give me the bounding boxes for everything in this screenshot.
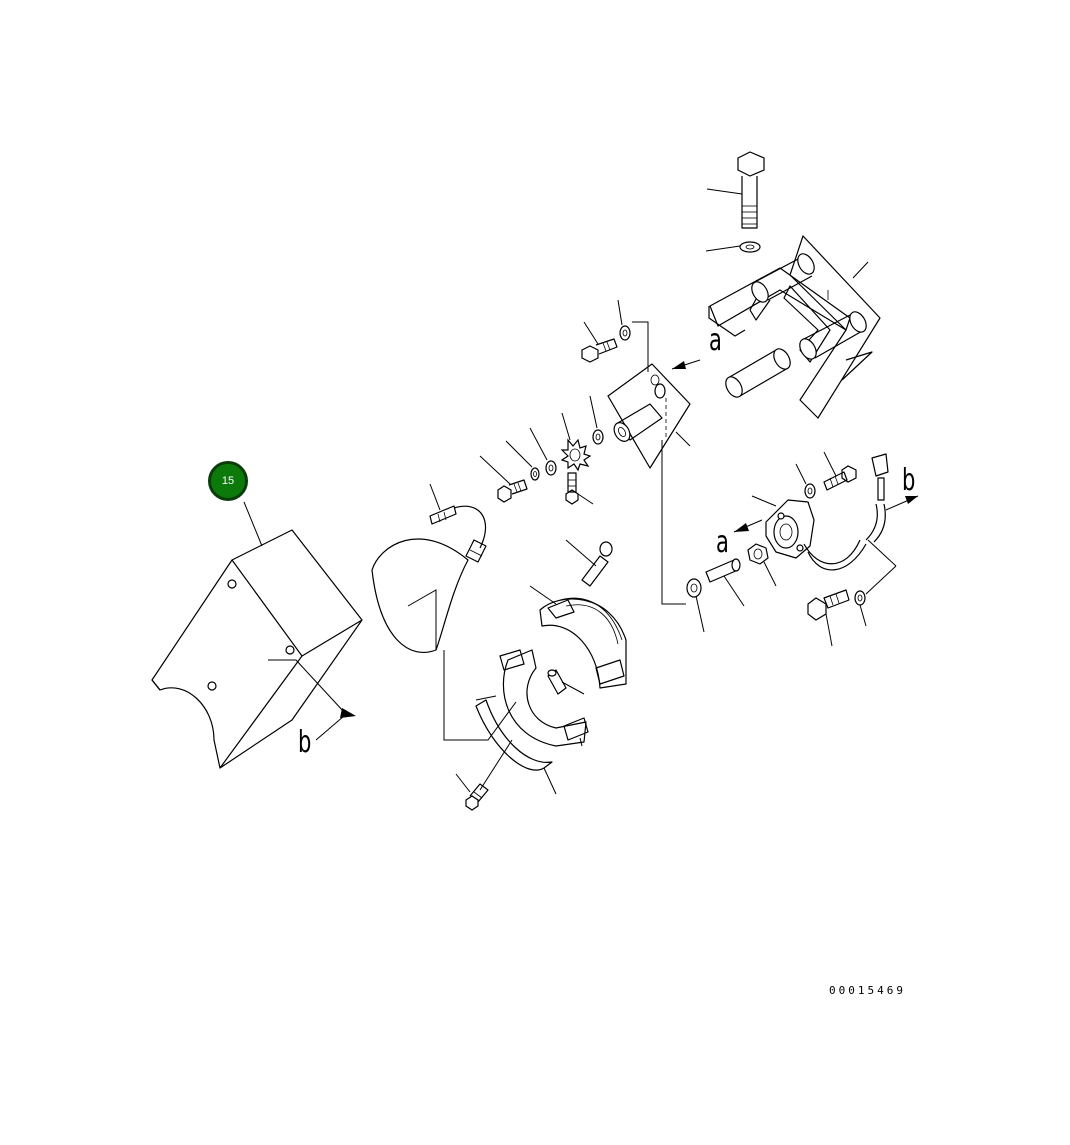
- shaft-bolt: [479, 455, 528, 503]
- sensor-to-plate-leader: [661, 440, 686, 605]
- view-arrow-b-right: [885, 495, 919, 511]
- plate-bolt: [581, 321, 618, 363]
- sensor-bushing: [686, 578, 705, 633]
- gear-segment: [499, 649, 589, 747]
- view-arrow-a-top: [671, 359, 701, 370]
- view-arrow-a-mid: [733, 519, 763, 533]
- main-bracket: [708, 235, 881, 419]
- bracket-tube-upper: [751, 253, 815, 303]
- sensor-housing: [751, 495, 867, 571]
- bracket-tube-front: [725, 348, 791, 398]
- mounting-plate: [607, 363, 691, 469]
- washer-1: [529, 427, 557, 476]
- part-callout-15[interactable]: 15: [208, 461, 248, 501]
- view-label-a-mid: a: [716, 525, 729, 560]
- sensor-bolt-lower: [807, 589, 850, 647]
- top-bolt: [706, 151, 765, 229]
- lock-gear: [560, 412, 592, 472]
- top-washer: [705, 241, 761, 253]
- drawing-number: 00015469: [829, 984, 906, 997]
- side-cover: [371, 538, 517, 741]
- sensor-washer-lower: [854, 565, 897, 627]
- sensor-connector: [865, 453, 897, 567]
- gear-screw: [565, 472, 594, 505]
- arc-shield: [475, 695, 557, 795]
- sensor-bolt-upper: [823, 451, 857, 491]
- view-label-b-left: b: [298, 725, 312, 760]
- shaft-coupling: [747, 543, 777, 587]
- cover-panel: [151, 501, 363, 769]
- flexible-cable: [429, 483, 487, 563]
- sensor-washer-upper: [795, 463, 816, 499]
- plate-bracket-leader: [632, 321, 649, 372]
- bracket-tube-lower: [799, 311, 867, 360]
- sensor-pin: [705, 558, 745, 607]
- plate-washer: [617, 299, 631, 341]
- shaft-bushing: [589, 395, 604, 445]
- locking-screw: [565, 539, 613, 587]
- shield-bolt: [455, 739, 513, 811]
- view-label-a-top: a: [709, 323, 722, 358]
- dowel-pin: [547, 669, 585, 695]
- gear-housing: [529, 585, 627, 689]
- view-label-b-right: b: [902, 463, 916, 498]
- washer-2: [505, 440, 540, 481]
